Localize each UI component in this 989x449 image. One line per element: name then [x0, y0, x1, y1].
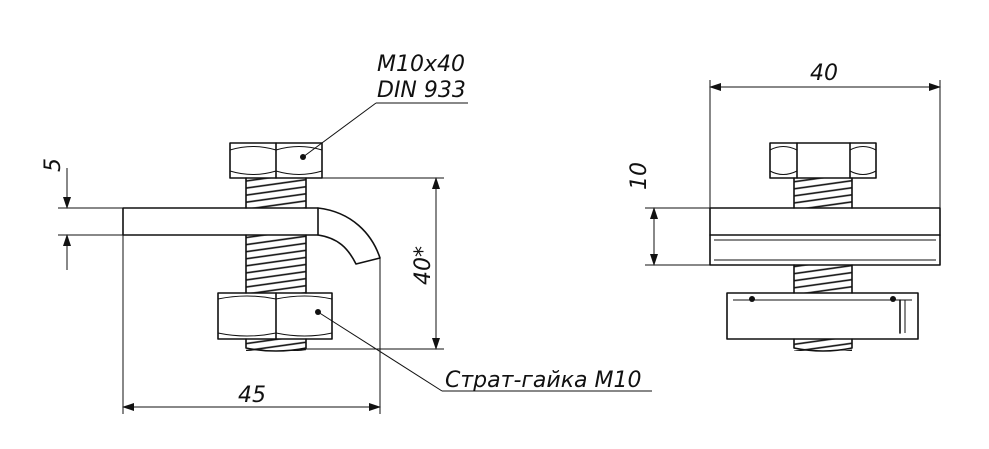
nut-spec-label: Страт-гайка М10: [445, 368, 641, 393]
dim-plate-thickness-label: 5: [41, 158, 66, 172]
dim-right-width-label: 40: [810, 61, 838, 86]
bolt-tip-right: [793, 338, 853, 352]
dim-bolt-length-label: 40*: [411, 246, 436, 285]
bolt-head-right: [769, 142, 877, 179]
bolt-shank-upper-left: [245, 177, 307, 209]
bolt-spec-line2: DIN 933: [377, 78, 466, 103]
bolt-tip-left: [245, 338, 307, 352]
bracket-plate-left: [122, 207, 381, 265]
dim-right-height: [645, 207, 710, 266]
bolt-shank-lower-right: [793, 264, 853, 294]
bolt-shank-lower-left: [245, 234, 307, 294]
bolt-spec-leader: [300, 102, 468, 160]
dim-bolt-length: [306, 177, 444, 350]
dim-overall-width-label: 45: [238, 383, 266, 408]
strut-nut-left: [217, 292, 333, 340]
dim-right-height-label: 10: [627, 162, 652, 190]
bolt-head-left: [229, 142, 323, 179]
left-view: M10x40 DIN 933 Страт-гайка М10 5 40*: [41, 52, 652, 414]
dim-right-width: [709, 80, 941, 208]
dim-overall-width: [122, 235, 381, 414]
dim-plate-thickness: [58, 168, 123, 270]
bracket-plate-right: [709, 207, 941, 266]
right-view: 40 10: [627, 61, 941, 352]
bolt-shank-upper-right: [793, 177, 853, 209]
bolt-spec-line1: M10x40: [377, 52, 465, 77]
strut-nut-right: [726, 292, 919, 340]
